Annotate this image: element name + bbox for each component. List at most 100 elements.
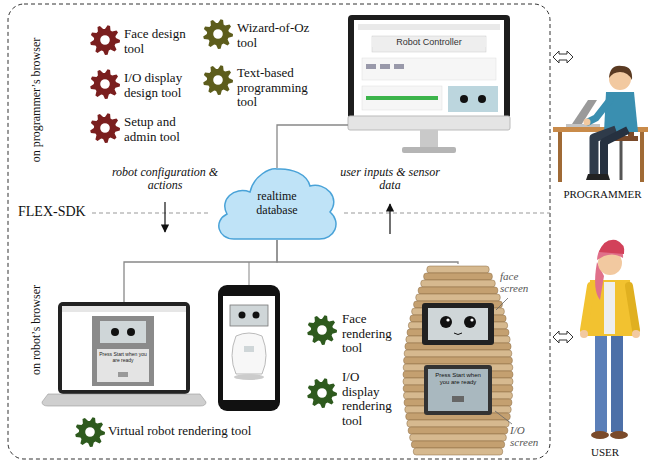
user-figure <box>611 330 623 432</box>
monitor <box>402 147 456 153</box>
phone <box>232 333 266 374</box>
phone <box>239 312 246 319</box>
monitor <box>394 64 404 69</box>
user-figure <box>591 431 609 439</box>
region-label: on programmer’s browser <box>30 38 43 162</box>
connector-line <box>277 125 348 168</box>
user-figure <box>599 240 624 254</box>
role-label: USER <box>560 446 650 458</box>
robot-body <box>413 448 502 455</box>
programmer-figure <box>640 132 644 182</box>
boundary <box>344 213 550 214</box>
tool-label: Text-based programming tool <box>237 66 327 110</box>
system-label: FLEX-SDK <box>18 204 92 220</box>
robot-body <box>424 273 493 280</box>
laptop <box>97 349 149 382</box>
user-figure <box>610 431 628 439</box>
phone <box>230 305 268 326</box>
gear-icon <box>75 19 337 447</box>
gear-icon <box>203 19 233 49</box>
flow-arrow <box>389 204 390 234</box>
cloud-database: realtime database <box>212 168 342 240</box>
phone <box>244 346 254 352</box>
label-text: Wizard-of-Oz tool <box>237 21 327 50</box>
monitor-node: Robot Controller <box>348 15 510 155</box>
label-text: Text-based programming tool <box>237 66 327 110</box>
bus-line <box>248 262 249 285</box>
gear-icon <box>90 25 120 55</box>
robot-screens <box>422 303 494 345</box>
laptop <box>127 328 135 336</box>
user-figure <box>604 282 615 334</box>
laptop <box>100 321 146 343</box>
gear-icon <box>75 417 105 447</box>
laptop-node: Press Start when you are ready <box>42 302 206 406</box>
callout-label: face screen <box>500 270 540 295</box>
robot-screens <box>428 308 488 340</box>
robot-node: Press Start when you are ready <box>400 264 516 456</box>
label-text: robot configuration & actions <box>100 166 230 193</box>
monitor <box>362 86 442 110</box>
robot-screens <box>428 369 488 411</box>
connector-line <box>124 240 277 302</box>
tool-label: Setup and admin tool <box>124 115 202 144</box>
label-text: user inputs & sensor data <box>335 166 445 193</box>
robot-body <box>427 266 489 273</box>
monitor <box>478 95 486 103</box>
phone <box>223 296 275 400</box>
laptop <box>42 302 206 406</box>
bus-line <box>249 262 250 285</box>
flow-label: user inputs & sensor data <box>335 166 445 193</box>
gear-icon <box>307 378 337 408</box>
laptop <box>58 302 190 394</box>
robot-body <box>404 350 512 357</box>
label-text: Face design tool <box>124 27 204 56</box>
leader-line <box>495 298 512 424</box>
programmer-figure <box>609 66 632 80</box>
tool-label: I/O display design tool <box>124 71 204 100</box>
role-label: PROGRAMMER <box>555 188 650 200</box>
robot-body <box>418 287 498 294</box>
label-text: on robot’s browser <box>30 285 43 375</box>
label-text: PROGRAMMER <box>555 188 650 200</box>
user-figure <box>629 286 636 330</box>
label-text: Face rendering tool <box>342 312 400 356</box>
laptop <box>92 316 154 386</box>
robot-body <box>407 420 509 427</box>
robot-screens <box>422 303 494 415</box>
user-figure <box>580 240 640 439</box>
monitor <box>354 20 504 116</box>
tool-label: Face design tool <box>124 27 204 56</box>
laptop <box>42 394 206 406</box>
gear-icon <box>203 65 233 95</box>
laptop <box>111 328 119 336</box>
programmer-figure <box>620 141 623 180</box>
laptop <box>62 306 186 312</box>
monitor <box>420 130 438 148</box>
leader-line <box>495 411 512 424</box>
double-arrow <box>553 51 573 63</box>
user-figure <box>580 330 588 338</box>
leader-line <box>496 298 508 310</box>
monitor <box>366 64 376 69</box>
phone <box>234 374 264 380</box>
robot-body <box>416 294 500 301</box>
phone <box>253 312 260 319</box>
monitor <box>362 58 496 80</box>
tool-label: Face rendering tool <box>342 312 400 356</box>
programmer-figure <box>584 119 591 126</box>
laptop <box>118 372 128 377</box>
user-figure <box>584 286 591 330</box>
label-text: Setup and admin tool <box>124 115 202 144</box>
monitor <box>348 116 510 130</box>
monitor <box>448 86 498 112</box>
region-label: on robot’s browser <box>30 285 43 375</box>
robot-body <box>411 441 504 448</box>
phone <box>218 285 280 411</box>
robot-body <box>408 427 508 434</box>
cloud-shape <box>219 169 336 239</box>
robot-screens <box>440 316 452 328</box>
programmer-figure <box>586 174 610 180</box>
monitor <box>372 36 486 52</box>
label-text: Virtual robot rendering tool <box>108 424 308 439</box>
